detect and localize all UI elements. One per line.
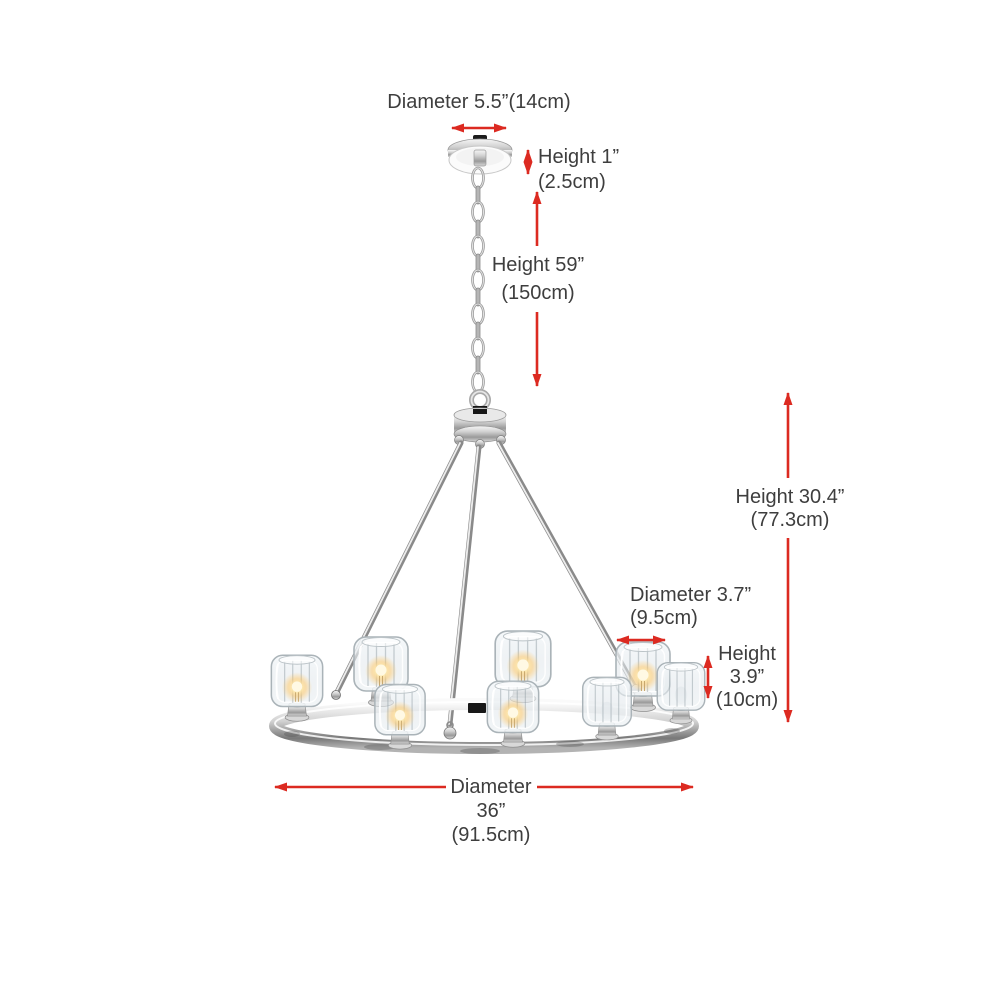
shade-diameter-label: Diameter 3.7” (9.5cm): [630, 584, 752, 629]
glass-shade: [581, 676, 633, 741]
canopy-height-label: Height 1” (2.5cm): [538, 146, 620, 193]
hanging-chain: [471, 149, 487, 394]
body-height-label: Height 30.4” (77.3cm): [735, 486, 845, 531]
canopy-diameter-text: Diameter 5.5”(14cm): [387, 91, 571, 113]
hub-assembly: [453, 389, 507, 449]
glass-shade: [486, 680, 540, 749]
shade-height-label: Height 3.9” (10cm): [715, 643, 779, 711]
chain-height-label: Height 59” (150cm): [491, 254, 585, 304]
support-rod-right: [496, 440, 639, 692]
support-rod-center: [443, 444, 482, 740]
ring-diameter-label: Diameter 36” (91.5cm): [450, 776, 532, 846]
wheel-ring: [269, 684, 699, 754]
canopy-diameter-label: Diameter 5.5”(14cm): [387, 91, 570, 114]
